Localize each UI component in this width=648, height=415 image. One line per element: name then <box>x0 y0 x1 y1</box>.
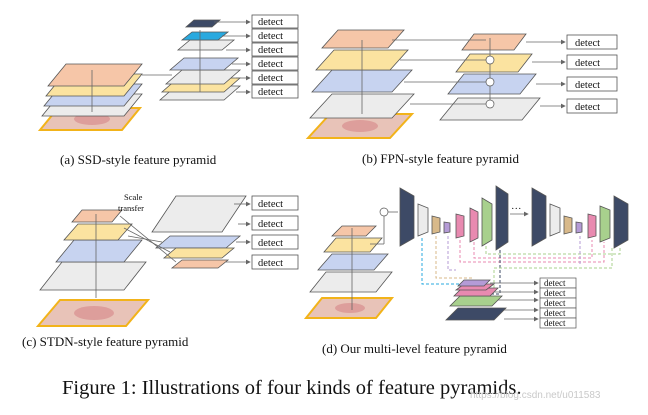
caption-c: (c) STDN-style feature pyramid <box>22 334 189 349</box>
detect-label: detect <box>258 45 283 56</box>
watermark: https://blog.csdn.net/u011583 <box>470 390 601 401</box>
detect-label: detect <box>575 80 600 91</box>
tum-block-2 <box>531 187 629 249</box>
detect-label: detect <box>258 199 283 210</box>
detect-arrows-b <box>526 39 566 109</box>
tum-block-1 <box>399 185 509 251</box>
detect-label: detect <box>258 258 283 269</box>
ellipsis: ··· <box>511 204 522 215</box>
panel-a: detect detect detect detect detect detec… <box>37 14 299 167</box>
detect-label: detect <box>575 38 600 49</box>
detect-label: detect <box>544 318 566 328</box>
detect-label: detect <box>544 308 566 318</box>
detect-arrows-d <box>490 280 539 322</box>
caption-d: (d) Our multi-level feature pyramid <box>322 341 507 356</box>
detect-label: detect <box>258 238 283 249</box>
detect-label: detect <box>544 298 566 308</box>
figure-caption: Figure 1: Illustrations of four kinds of… <box>62 377 521 399</box>
detect-boxes-b: detect detect detect detect <box>566 34 618 114</box>
caption-b: (b) FPN-style feature pyramid <box>362 151 520 166</box>
detect-label: detect <box>258 17 283 28</box>
detect-boxes-c: detect detect detect detect <box>251 195 299 270</box>
detect-label: detect <box>258 59 283 70</box>
scale-transfer-note: transfer <box>118 203 144 213</box>
panel-b: detect detect detect detect (b) FPN-styl… <box>305 29 618 166</box>
detect-boxes-d: detect detect detect detect detect <box>539 277 577 329</box>
caption-a: (a) SSD-style feature pyramid <box>60 152 217 167</box>
detect-label: detect <box>258 73 283 84</box>
panel-c: Scale transfer detect detect detect dete… <box>22 192 299 349</box>
detect-label: detect <box>544 288 566 298</box>
detect-arrows-a <box>214 19 251 95</box>
multi-level-connections <box>421 236 621 295</box>
detect-label: detect <box>544 278 566 288</box>
detect-arrows-c <box>226 201 251 265</box>
scale-transfer-note: Scale <box>124 192 143 202</box>
detect-boxes-a: detect detect detect detect detect detec… <box>251 14 299 99</box>
detect-label: detect <box>258 31 283 42</box>
detect-label: detect <box>575 102 600 113</box>
panel-d: ··· <box>303 185 629 356</box>
detect-label: detect <box>258 219 283 230</box>
detect-label: detect <box>258 87 283 98</box>
detect-label: detect <box>575 58 600 69</box>
